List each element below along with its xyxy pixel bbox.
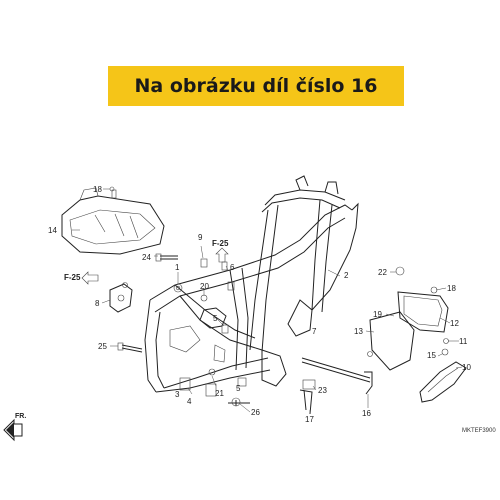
callout-numbers: 1 2 3 4 5 5 6 7 8 9 10 11 12 13 14 15 16… — [48, 185, 471, 424]
callout-1: 1 — [175, 263, 180, 272]
callout-18: 18 — [93, 185, 102, 194]
bracket-part — [109, 282, 133, 313]
callout-16: 16 — [362, 409, 371, 418]
callout-8: 8 — [95, 299, 100, 308]
callout-24: 24 — [142, 253, 151, 262]
reference-label: F-25 — [212, 239, 229, 248]
reference-label: F-25 — [64, 273, 81, 282]
seat-tray-part — [61, 187, 165, 255]
callout-23: 23 — [318, 386, 327, 395]
callout-12: 12 — [450, 319, 459, 328]
callout-13: 13 — [354, 327, 363, 336]
front-label: FR. — [15, 413, 26, 420]
side-cover-parts — [369, 291, 467, 403]
reference-arrow-left: F-25 — [64, 271, 99, 285]
banner-text: Na obrázku díl číslo 16 — [134, 75, 378, 97]
callout-17: 17 — [305, 415, 314, 424]
callout-5: 5 — [236, 384, 241, 393]
callout-4: 4 — [187, 397, 192, 406]
main-frame-part — [144, 175, 359, 393]
callout-18: 18 — [447, 284, 456, 293]
callout-19: 19 — [373, 310, 382, 319]
callout-21: 21 — [215, 389, 224, 398]
callout-5: 5 — [213, 314, 218, 323]
callout-11: 11 — [459, 337, 468, 346]
callout-7: 7 — [312, 327, 317, 336]
front-direction-arrow: FR. — [3, 413, 26, 442]
callout-10: 10 — [462, 363, 471, 372]
callout-25: 25 — [98, 342, 107, 351]
callout-20: 20 — [200, 282, 209, 291]
callout-22: 22 — [378, 268, 387, 277]
callout-15: 15 — [427, 351, 436, 360]
callout-26: 26 — [251, 408, 260, 417]
callout-14: 14 — [48, 226, 57, 235]
callout-6: 6 — [230, 263, 235, 272]
callout-9: 9 — [198, 233, 203, 242]
callout-2: 2 — [344, 271, 349, 280]
leader-lines — [72, 188, 463, 414]
reference-arrow-center: F-25 — [212, 239, 229, 263]
part-number-banner: Na obrázku díl číslo 16 — [108, 66, 404, 106]
callout-3: 3 — [175, 390, 180, 399]
diagram-code: MKTEF3900 — [462, 428, 496, 434]
